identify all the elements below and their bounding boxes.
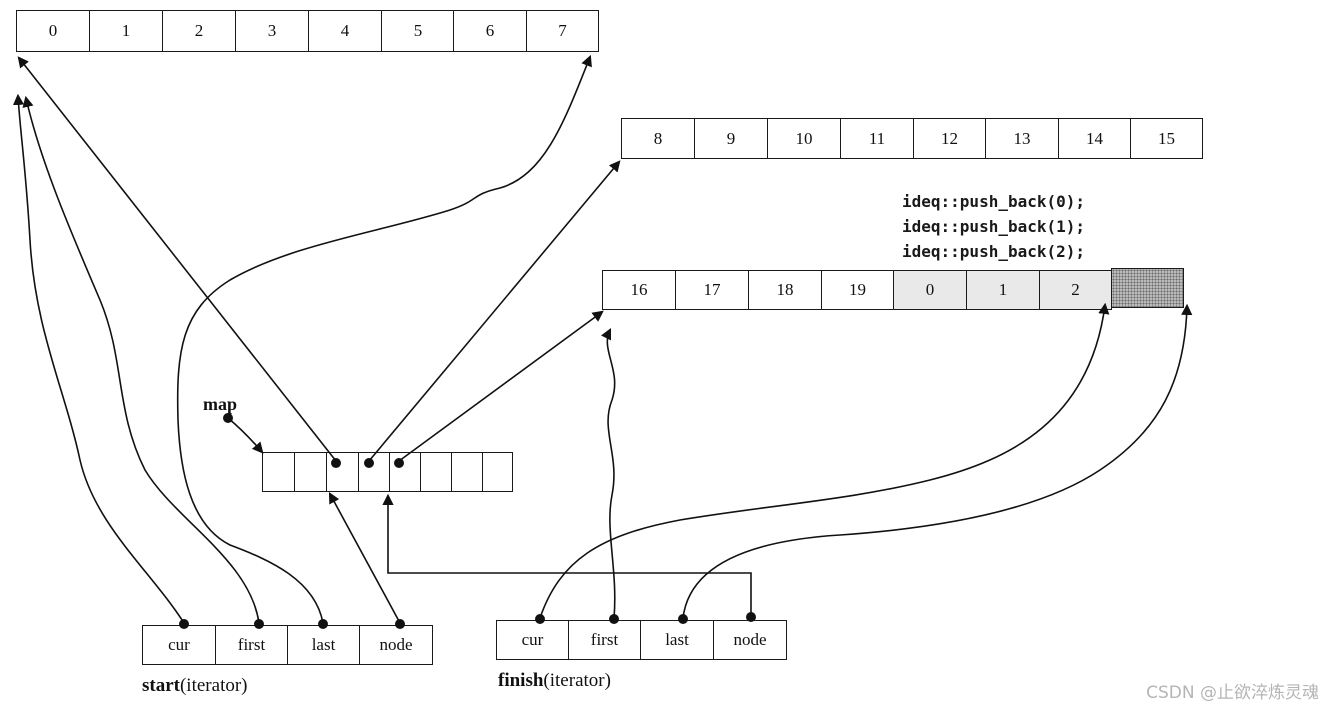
iterator-field-first: first bbox=[568, 620, 641, 660]
start-label: start(iterator) bbox=[142, 675, 248, 696]
buffer-cell-empty bbox=[1111, 268, 1184, 308]
buffer-cell: 5 bbox=[381, 10, 455, 52]
start-first-arrow bbox=[22, 95, 260, 624]
code-line: ideq::push_back(2); bbox=[902, 242, 1086, 261]
code-line: ideq::push_back(1); bbox=[902, 217, 1086, 236]
buffer-cell: 18 bbox=[748, 270, 822, 310]
map-slot-to-buffer-1 bbox=[368, 160, 621, 462]
buffer-cell: 4 bbox=[308, 10, 382, 52]
map-slot bbox=[451, 452, 483, 492]
iterator-field-first: first bbox=[215, 625, 288, 665]
map-slot bbox=[294, 452, 327, 492]
iterator-field-last: last bbox=[640, 620, 714, 660]
buffer-cell: 2 bbox=[1039, 270, 1112, 310]
iterator-field-node: node bbox=[359, 625, 433, 665]
map-slot bbox=[262, 452, 295, 492]
iterator-field-node: node bbox=[713, 620, 787, 660]
map-slot-to-buffer-0 bbox=[17, 56, 337, 462]
buffer-cell: 3 bbox=[235, 10, 309, 52]
iterator-field-last: last bbox=[287, 625, 360, 665]
start-cur-arrow bbox=[12, 93, 185, 624]
map-pointer-arrow bbox=[227, 417, 264, 454]
map-label: map bbox=[203, 394, 238, 414]
buffer-cell: 14 bbox=[1058, 118, 1131, 159]
map-slot bbox=[326, 452, 359, 492]
buffer-cell: 15 bbox=[1130, 118, 1203, 159]
buffer-cell: 10 bbox=[767, 118, 841, 159]
buffer-cell: 8 bbox=[621, 118, 695, 159]
map-slot bbox=[482, 452, 513, 492]
map-slot bbox=[389, 452, 421, 492]
code-line: ideq::push_back(0); bbox=[902, 192, 1086, 211]
buffer-cell: 12 bbox=[913, 118, 986, 159]
buffer-cell: 19 bbox=[821, 270, 894, 310]
map-slot-to-buffer-2 bbox=[398, 310, 604, 462]
finish-first-arrow bbox=[600, 327, 616, 619]
finish-label: finish(iterator) bbox=[498, 670, 611, 691]
buffer-cell: 0 bbox=[893, 270, 967, 310]
finish-last-arrow bbox=[682, 303, 1193, 619]
buffer-cell: 1 bbox=[89, 10, 163, 52]
map-slot bbox=[358, 452, 390, 492]
buffer-cell: 2 bbox=[162, 10, 236, 52]
buffer-cell: 6 bbox=[453, 10, 527, 52]
buffer-cell: 7 bbox=[526, 10, 599, 52]
iterator-field-cur: cur bbox=[496, 620, 569, 660]
buffer-cell: 0 bbox=[16, 10, 90, 52]
watermark: CSDN @止欲淬炼灵魂 bbox=[1146, 683, 1319, 703]
buffer-cell: 9 bbox=[694, 118, 768, 159]
finish-node-arrow bbox=[382, 493, 752, 616]
start-last-arrow bbox=[176, 54, 592, 624]
iterator-field-cur: cur bbox=[142, 625, 216, 665]
buffer-cell: 11 bbox=[840, 118, 914, 159]
start-node-arrow bbox=[328, 492, 401, 624]
map-slot bbox=[420, 452, 452, 492]
buffer-cell: 13 bbox=[985, 118, 1059, 159]
buffer-cell: 1 bbox=[966, 270, 1040, 310]
buffer-cell: 16 bbox=[602, 270, 676, 310]
buffer-cell: 17 bbox=[675, 270, 749, 310]
finish-cur-arrow bbox=[539, 302, 1110, 619]
